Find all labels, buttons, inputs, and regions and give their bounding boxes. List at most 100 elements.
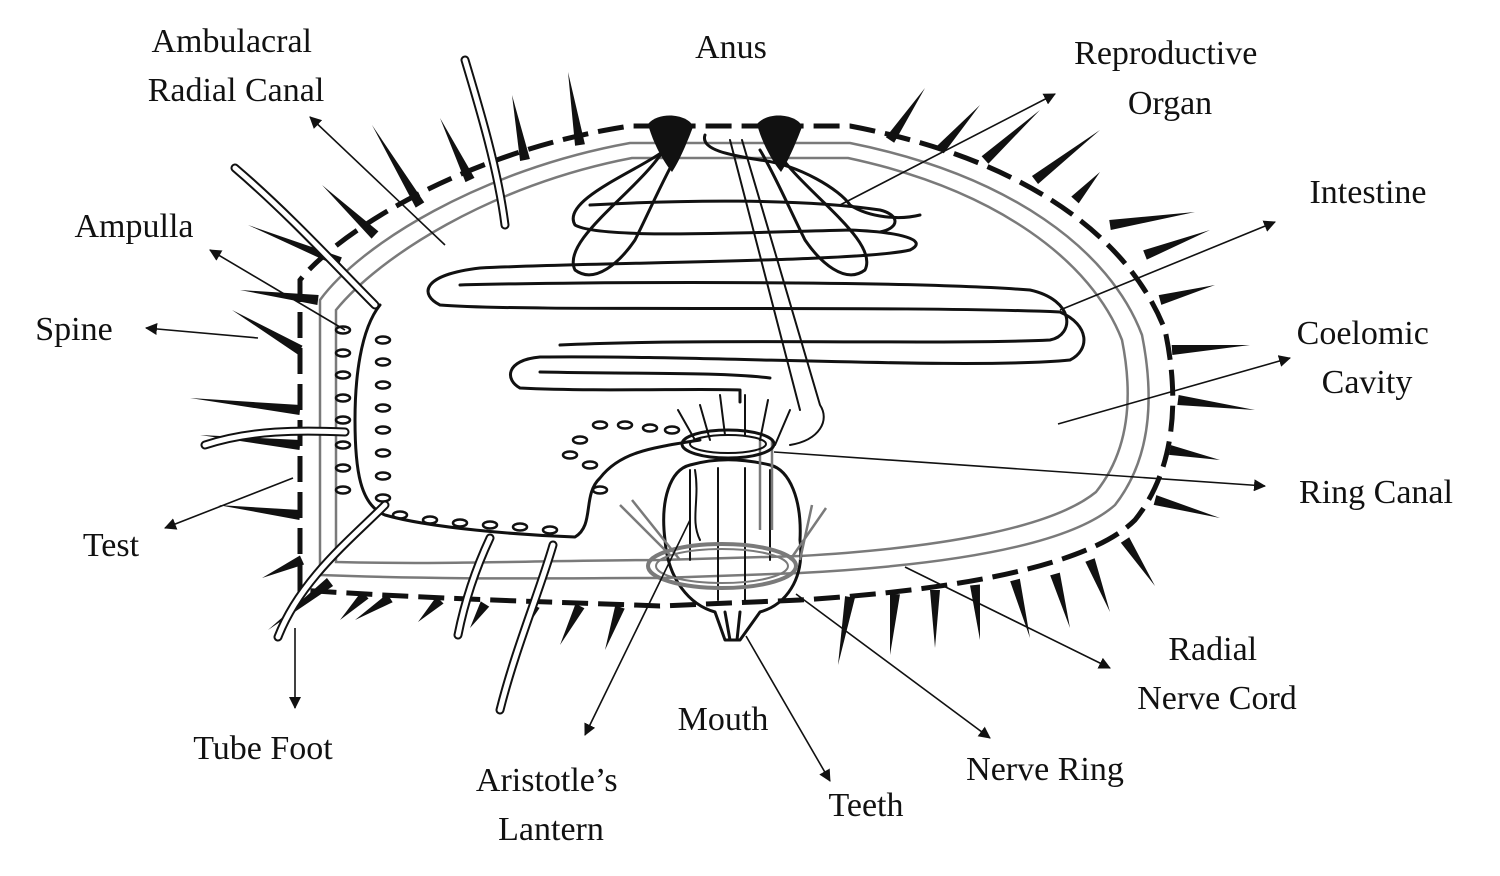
spine [560,603,585,645]
lantern-ridges [689,467,771,601]
label-ambulacral-radial-canal: Ambulacral Radial Canal [148,23,325,109]
spine [1071,172,1100,204]
spine [355,593,393,620]
ampulla [334,348,352,358]
spine [1171,345,1250,355]
spine [240,290,319,305]
label-spine: Spine [35,311,112,348]
label-aristotles-lantern: Aristotle’s Lantern [476,762,626,848]
label-tube-foot: Tube Foot [193,730,333,767]
intestine [426,148,1086,404]
spine [440,118,475,183]
spine [1085,558,1110,612]
label-coelomic-cavity: Coelomic Cavity [1297,315,1438,401]
spine [605,605,625,650]
spine [470,601,490,628]
ampulla [421,515,439,525]
spine [1169,445,1220,460]
label-ring-canal: Ring Canal [1299,474,1453,511]
label-nerve-ring: Nerve Ring [966,751,1124,788]
ampulla [391,510,409,520]
lantern-top-spokes [677,394,791,446]
spine [1143,230,1210,260]
anus-papilla-right [757,115,802,172]
ampulla [591,485,609,495]
ambulacral-radial-canal [353,303,702,539]
ampulla [374,425,392,435]
ampulla [591,420,609,430]
spine [1010,578,1030,638]
spine [568,72,585,146]
lantern-muscles [619,440,828,561]
labels: Ambulacral Radial Canal Anus Reproductiv… [35,23,1453,848]
spine [190,398,301,415]
ampulla [374,357,392,367]
radial-nerve-cord [318,141,1150,580]
ampulla [561,450,579,460]
ampulla [334,370,352,380]
ampulla [581,460,599,470]
spine [981,110,1040,164]
label-ampulla: Ampulla [75,208,194,245]
leader-lines [145,93,1291,782]
ampulla [334,485,352,495]
ampulla [374,380,392,390]
spine [372,125,425,208]
aristotles-lantern-group [619,394,828,642]
ampulla [334,325,352,335]
spine [1120,537,1155,586]
ampulla [663,425,681,435]
spine [1109,212,1195,230]
spine [340,591,369,620]
ampulla [374,493,392,503]
tube-foot [497,542,556,713]
teeth [723,610,742,642]
inner-membrane [334,156,1129,565]
tube-foot [455,535,493,638]
label-mouth: Mouth [678,701,769,738]
spine [1050,572,1070,628]
spine [262,555,305,578]
ampulla [334,463,352,473]
spine [1153,495,1220,518]
nerve-ring [646,542,798,590]
ampullae [334,325,681,535]
spine [232,310,303,355]
tube-foot [275,502,388,640]
spine [1031,130,1100,184]
label-intestine: Intestine [1309,174,1426,211]
ampulla [571,435,589,445]
spine [322,185,379,239]
spine [248,225,342,267]
spine [930,590,940,648]
spine [218,505,301,520]
ampulla [334,415,352,425]
stone-canal [729,139,825,446]
spine [885,88,925,143]
spine [512,95,530,161]
spine [936,105,980,154]
tube-foot [202,428,348,448]
label-anus: Anus [695,29,767,66]
ampulla [334,440,352,450]
ring-canal [680,428,776,460]
ampulla [541,525,559,535]
spine [890,593,900,655]
ampulla [616,420,634,430]
ring-canal-inner [689,434,767,454]
spine [1158,285,1215,305]
ampulla [374,403,392,413]
ampulla [374,335,392,345]
ampulla [334,393,352,403]
tube-foot [462,57,508,228]
anus-papilla-left [648,115,693,172]
ampulla [451,518,469,528]
ampulla [641,423,659,433]
label-reproductive-organ: Reproductive Organ [1074,35,1266,122]
tube-feet [200,55,558,715]
test-shell [297,123,1176,609]
nerve-ring-inner [655,548,789,584]
ampulla [511,522,529,532]
spine [970,584,980,640]
